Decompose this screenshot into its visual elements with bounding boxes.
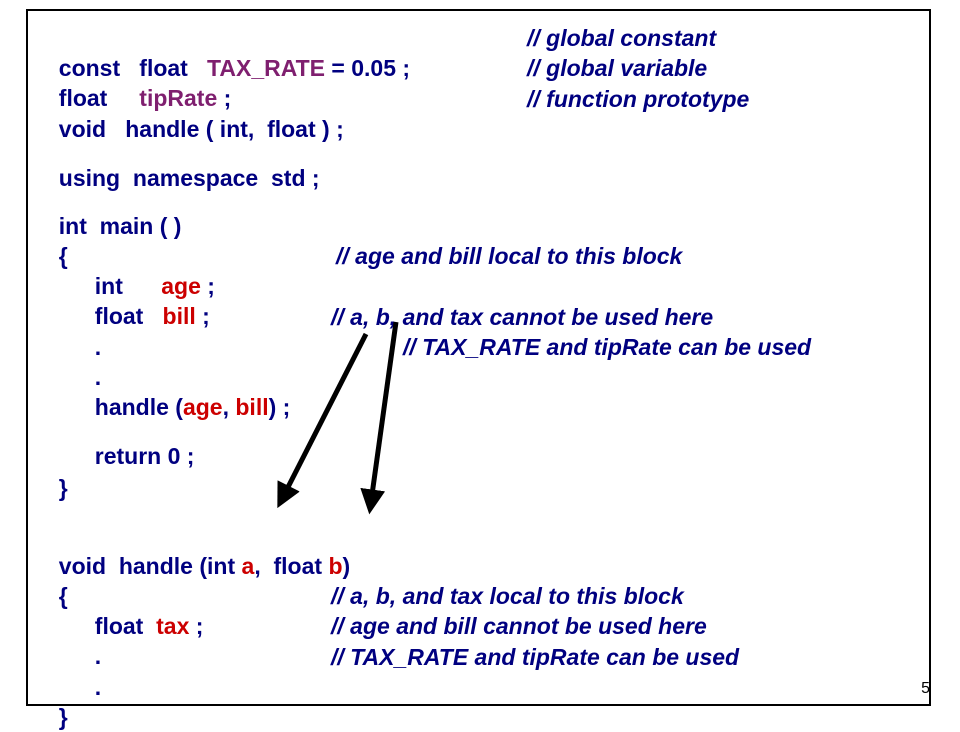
keyword-using: using: [58, 165, 121, 191]
code-line-ellipsis-3: .: [82, 611, 101, 669]
code-line-handle-close-brace: }: [46, 672, 68, 730]
code-line-declare-age: int age ;: [82, 241, 215, 299]
param-a: a: [241, 553, 255, 579]
keyword-void: void: [58, 116, 107, 142]
param-b: b: [328, 553, 343, 579]
code-line-main-close-brace: }: [46, 443, 68, 501]
ellipsis-dot: .: [94, 674, 102, 700]
keyword-float: float: [94, 303, 144, 329]
close-brace: }: [58, 704, 68, 730]
comment-globals-usable-handle: // TAX_RATE and tipRate can be used: [331, 644, 740, 670]
function-name-handle: handle (: [118, 553, 208, 579]
local-bill: bill: [162, 303, 196, 329]
keyword-int: int: [58, 213, 87, 239]
namespace-std: std ;: [271, 165, 320, 191]
function-name-handle: handle: [125, 116, 200, 142]
keyword-float: float: [139, 55, 188, 81]
identifier-tip-rate: tipRate: [139, 85, 218, 111]
ellipsis-dot: .: [94, 364, 102, 390]
keyword-float: float: [58, 85, 108, 111]
keyword-int: int: [94, 273, 123, 299]
identifier-tax-rate: TAX_RATE: [207, 55, 326, 81]
comment-globals-usable-main: // TAX_RATE and tipRate can be used: [403, 334, 812, 360]
return-statement: return 0 ;: [94, 443, 195, 469]
comma: ,: [254, 553, 261, 579]
comment-global-variable: // global variable: [527, 55, 708, 81]
semicolon: ;: [202, 303, 210, 329]
code-line-ellipsis-1: .: [82, 302, 101, 360]
code-line-call-handle: handle (age, bill) ;: [82, 362, 291, 420]
code-line-global-constant: const float TAX_RATE = 0.05 ;: [46, 23, 410, 81]
call-end: ) ;: [268, 394, 291, 420]
code-line-handle-definition: void handle (int a, float b): [46, 521, 350, 579]
code-line-function-prototype: void handle ( int, float ) ;: [46, 84, 344, 142]
semicolon: ;: [223, 85, 232, 111]
code-line-declare-tax: float tax ;: [82, 581, 204, 639]
code-line-handle-open-brace: {: [46, 551, 68, 609]
slide-frame: [26, 9, 931, 706]
code-line-return: return 0 ;: [82, 411, 195, 469]
local-tax: tax: [156, 613, 190, 639]
code-line-global-variable: float tipRate ;: [46, 53, 232, 111]
param-float: float: [267, 116, 316, 142]
assignment-value: = 0.05 ;: [331, 55, 411, 81]
code-line-ellipsis-2: .: [82, 332, 101, 390]
prototype-end: ) ;: [322, 116, 344, 142]
comment-global-constant: // global constant: [527, 25, 717, 51]
comment-abtax-not-used: // a, b, and tax cannot be used here: [331, 304, 714, 330]
comment-function-prototype: // function prototype: [527, 86, 750, 112]
close-paren: ): [342, 553, 351, 579]
comment-age-bill-local: // age and bill local to this block: [336, 243, 683, 269]
code-line-ellipsis-4: .: [82, 642, 101, 700]
comment-age-bill-not-used: // age and bill cannot be used here: [331, 613, 707, 639]
keyword-float: float: [273, 553, 323, 579]
function-name-main: main ( ): [99, 213, 182, 239]
code-line-main-signature: int main ( ): [46, 181, 182, 239]
comment-abtax-local: // a, b, and tax local to this block: [331, 583, 684, 609]
local-age: age: [161, 273, 201, 299]
keyword-int: int: [207, 553, 236, 579]
close-brace: }: [58, 475, 68, 501]
code-line-using-namespace: using namespace std ;: [46, 133, 320, 191]
keyword-void: void: [58, 553, 107, 579]
ellipsis-dot: .: [94, 643, 102, 669]
ellipsis-dot: .: [94, 334, 102, 360]
keyword-namespace: namespace: [132, 165, 259, 191]
keyword-const: const: [58, 55, 121, 81]
page-number: 5: [921, 680, 930, 697]
code-line-main-open-brace: {: [46, 211, 68, 269]
arg-bill: bill: [235, 394, 269, 420]
param-int: ( int,: [205, 116, 255, 142]
code-line-declare-bill: float bill ;: [82, 271, 210, 329]
semicolon: ;: [207, 273, 215, 299]
arg-age: age: [182, 394, 223, 420]
call-handle: handle (: [94, 394, 183, 420]
keyword-float: float: [94, 613, 144, 639]
open-brace: {: [58, 583, 68, 609]
open-brace: {: [58, 243, 68, 269]
semicolon: ;: [195, 613, 204, 639]
comma: ,: [222, 394, 229, 420]
